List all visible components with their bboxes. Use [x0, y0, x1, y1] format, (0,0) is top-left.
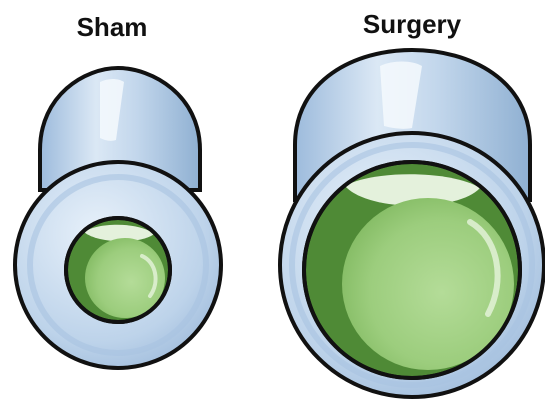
sham-lumen [66, 218, 170, 322]
surgery-label: Surgery [363, 9, 462, 39]
surgery-lumen [304, 162, 520, 378]
sham-label: Sham [77, 12, 148, 42]
sham-vessel [15, 68, 221, 368]
surgery-vessel [280, 50, 544, 397]
